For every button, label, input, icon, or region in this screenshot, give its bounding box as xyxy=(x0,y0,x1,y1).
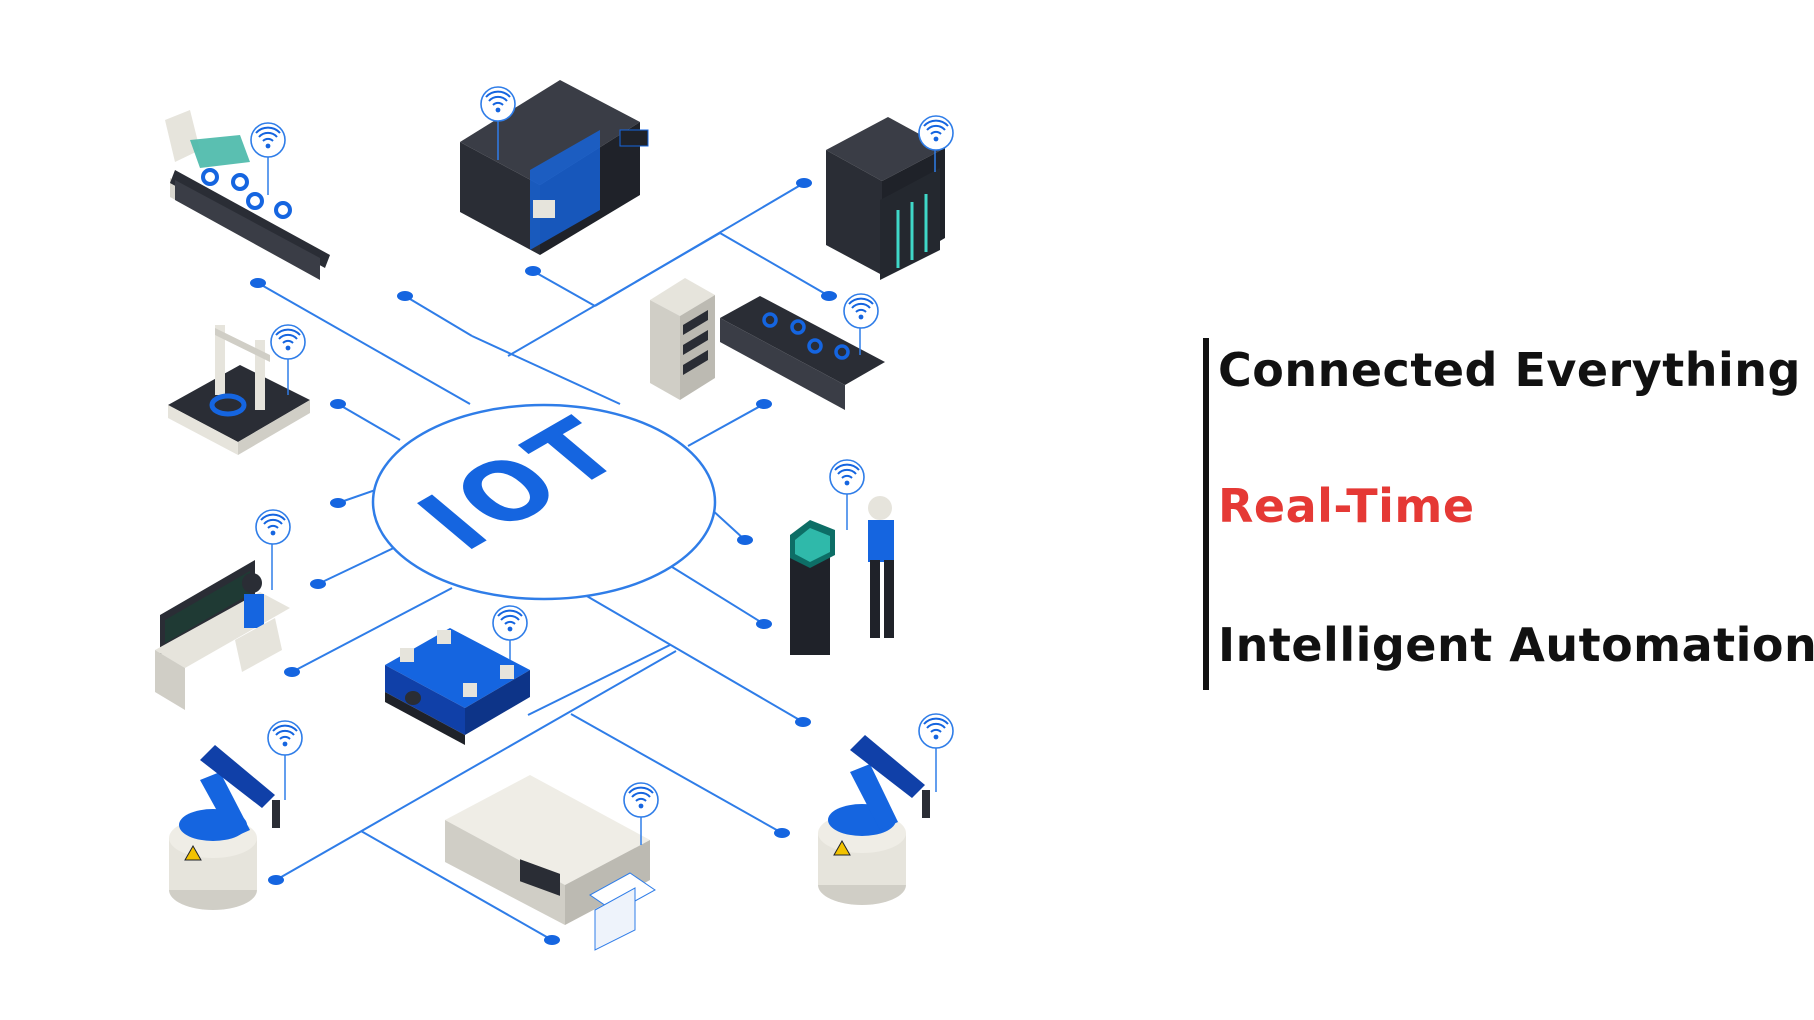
network-wires xyxy=(257,182,830,941)
measuring-machine-icon xyxy=(168,324,310,455)
tagline-intelligent-automation: Intelligent Automation xyxy=(1218,618,1814,672)
tagline-real-time: Real-Time xyxy=(1218,479,1475,533)
conveyor-icon xyxy=(165,110,330,280)
network-nodes xyxy=(250,178,837,945)
tagline-divider xyxy=(1203,338,1209,690)
quantum-computer-icon xyxy=(826,115,954,280)
cnc-machine-icon xyxy=(460,80,649,255)
operator-hologram-icon xyxy=(790,459,894,655)
agv-robot-icon xyxy=(385,605,530,745)
iot-hub: IOT xyxy=(371,399,717,601)
server-conveyor-icon xyxy=(650,278,885,410)
tagline-connected-everything: Connected Everything xyxy=(1218,343,1801,397)
control-desk-icon xyxy=(155,509,291,710)
robot-arm-icon xyxy=(818,713,954,905)
robot-arm-icon xyxy=(169,720,303,910)
printing-machine-icon xyxy=(445,775,659,951)
